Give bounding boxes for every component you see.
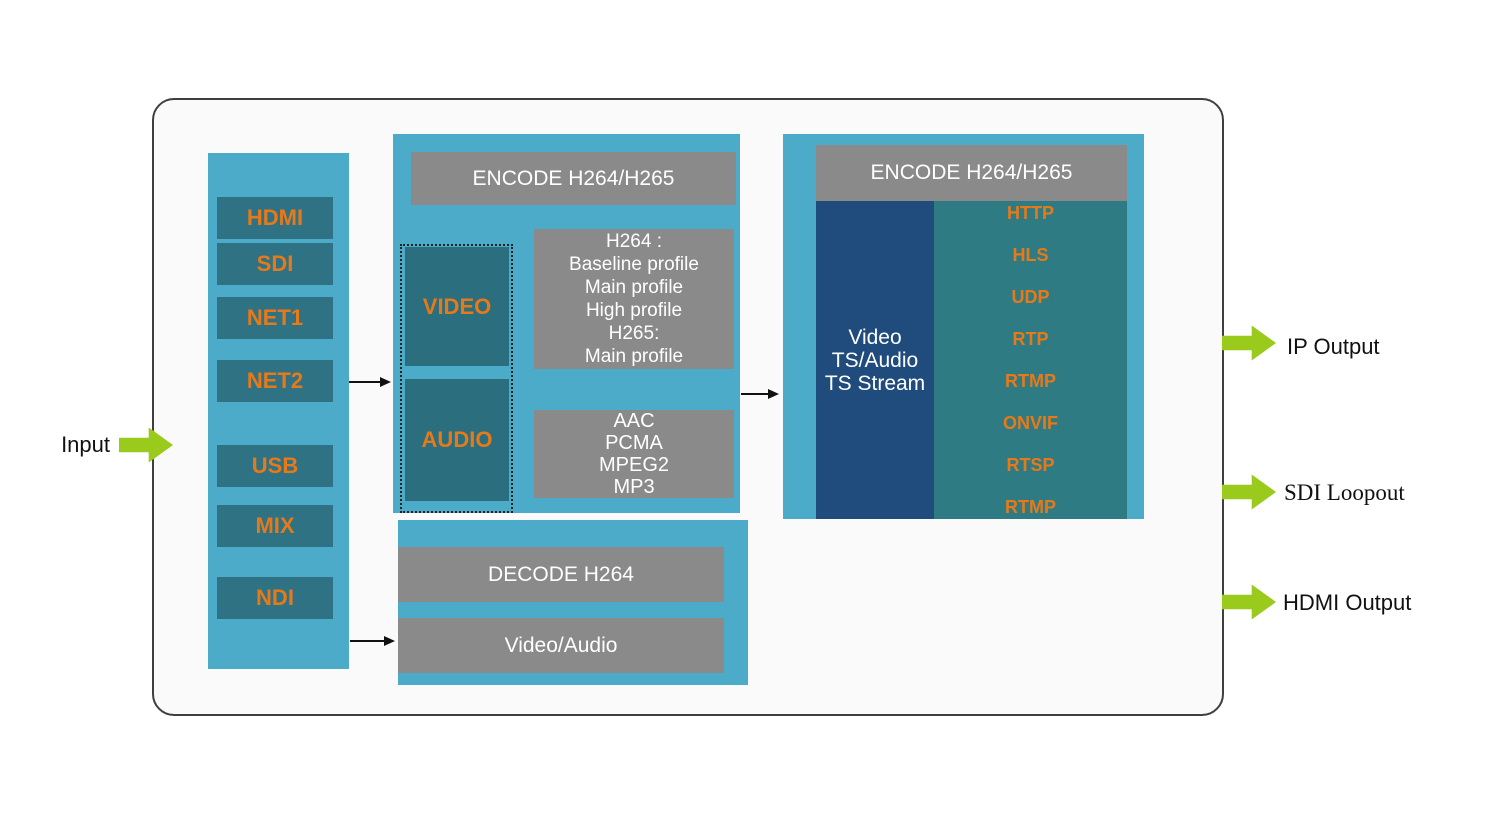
h264-line: Main profile [584, 346, 684, 367]
encode-block: ENCODE H264/H265 VIDEO AUDIO H264 : Base… [393, 134, 740, 513]
encode-header: ENCODE H264/H265 [411, 152, 736, 205]
input-item-ndi: NDI [217, 577, 333, 619]
codec-line: AAC [613, 410, 655, 432]
protocol-rtsp: RTSP [1006, 455, 1055, 475]
h264-line: Main profile [584, 277, 684, 298]
input-item-usb: USB [217, 445, 333, 487]
video-box: VIDEO [405, 247, 509, 366]
ts-line: TS Stream [824, 371, 926, 395]
audio-box: AUDIO [405, 379, 509, 501]
protocol-hls: HLS [1012, 245, 1049, 265]
ts-line: Video [848, 325, 902, 349]
decode-block: DECODE H264 Video/Audio [398, 520, 748, 685]
protocols-box: HTTP HLS UDP RTP RTMP ONVIF RTSP RTMP [934, 201, 1127, 519]
protocol-onvif: ONVIF [1002, 413, 1058, 433]
sdi-loopout-arrow-icon [1222, 474, 1276, 510]
protocol-udp: UDP [1011, 287, 1050, 307]
sdi-loopout-label: SDI Loopout [1284, 480, 1405, 505]
ts-stream-box: Video TS/Audio TS Stream [816, 201, 934, 519]
decode-body: Video/Audio [398, 618, 724, 673]
hdmi-output-label: HDMI Output [1283, 590, 1412, 615]
stream-header: ENCODE H264/H265 [816, 145, 1127, 201]
arrow-encode-to-stream [741, 388, 779, 400]
stream-block: ENCODE H264/H265 Video TS/Audio TS Strea… [783, 134, 1144, 519]
audio-codecs-box: AAC PCMA MPEG2 MP3 [534, 410, 734, 498]
codec-line: PCMA [605, 432, 663, 454]
codec-line: MP3 [613, 476, 655, 498]
protocol-rtmp: RTMP [1005, 371, 1056, 391]
protocol-rtmp2: RTMP [1005, 497, 1056, 517]
h264-line: High profile [585, 300, 683, 321]
input-label: Input [61, 432, 110, 457]
input-item-mix: MIX [217, 505, 333, 547]
codec-line: MPEG2 [598, 454, 670, 476]
protocol-rtp: RTP [1012, 329, 1049, 349]
arrow-input-to-decode [350, 635, 395, 647]
input-item-net2: NET2 [217, 360, 333, 402]
h264-line: H265: [608, 323, 660, 344]
video-audio-group: VIDEO AUDIO [400, 244, 513, 513]
protocol-http: HTTP [1007, 203, 1054, 223]
ts-line: TS/Audio [831, 348, 919, 372]
hdmi-output-arrow-icon [1222, 584, 1276, 620]
input-item-sdi: SDI [217, 243, 333, 285]
input-item-hdmi: HDMI [217, 197, 333, 239]
h264-profiles-box: H264 : Baseline profile Main profile Hig… [534, 229, 734, 369]
h264-line: H264 : [606, 231, 662, 252]
arrow-input-to-encode [349, 376, 391, 388]
input-column: HDMI SDI NET1 NET2 USB MIX NDI [208, 153, 349, 669]
ip-output-arrow-icon [1222, 325, 1276, 361]
h264-line: Baseline profile [569, 254, 699, 275]
input-item-net1: NET1 [217, 297, 333, 339]
decode-header: DECODE H264 [398, 547, 724, 602]
ip-output-label: IP Output [1287, 334, 1380, 359]
